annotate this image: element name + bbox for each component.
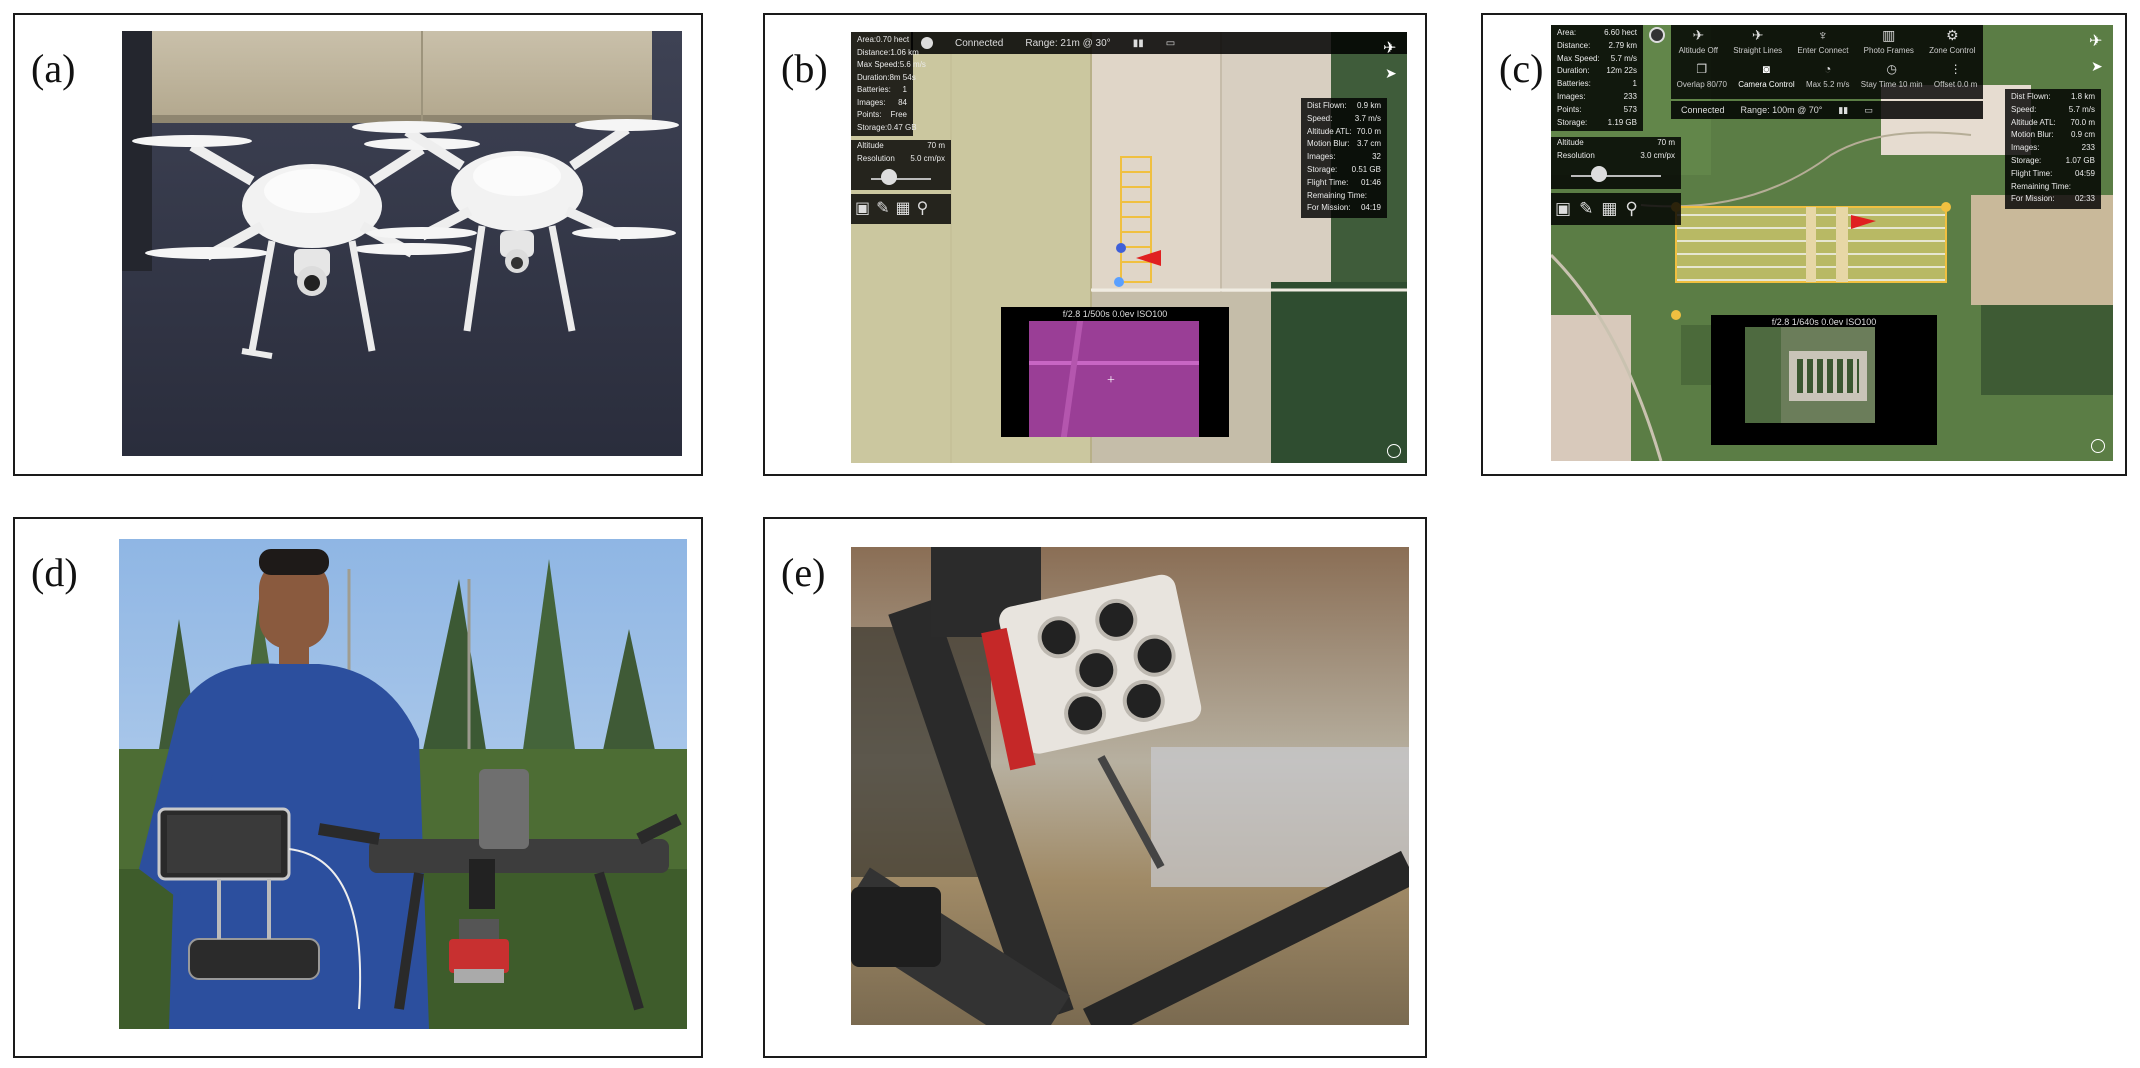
connection-status: Connected: [955, 37, 1004, 49]
map-icon[interactable]: ▦: [1601, 198, 1618, 218]
panel-label: (c): [1499, 46, 1544, 91]
altitude-value: 70 m: [1657, 138, 1675, 147]
stat-row: Storage:0.47 GB: [857, 122, 917, 132]
mission-stats-left: Area:6.60 hect Distance:2.79 km Max Spee…: [1551, 25, 1643, 131]
range-readout: Range: 21m @ 30°: [1025, 37, 1111, 49]
panel-b: (b): [763, 13, 1427, 476]
altitude-slider[interactable]: [1551, 161, 1681, 187]
tool-icons: ▣ ✎ ▦ ⚲: [851, 194, 951, 224]
panel-e: (e): [763, 517, 1427, 1058]
plane-icon[interactable]: ✈: [2089, 33, 2103, 50]
drone-marker: [1136, 250, 1161, 266]
altitude-label: Altitude: [1557, 138, 1584, 147]
stat-row: Duration:8m 54s: [857, 72, 916, 82]
plane-icon[interactable]: ✈: [1383, 40, 1397, 57]
navigate-icon[interactable]: ➤: [2091, 60, 2103, 75]
top-status-bar: Connected Range: 21m @ 30° ▮▮ ▭: [911, 32, 1407, 54]
menu-item[interactable]: ❐Overlap 80/70: [1676, 62, 1727, 89]
resolution-value: 5.0 cm/px: [910, 153, 945, 163]
mission-menu: ✈Altitude Off ✈Straight Lines ♆Enter Con…: [1671, 25, 1983, 99]
multispectral-view: +: [1029, 321, 1199, 437]
crosshair-icon: +: [1107, 373, 1115, 388]
menu-item[interactable]: ⚙Zone Control: [1929, 27, 1976, 55]
draw-icon[interactable]: ✎: [876, 199, 890, 217]
save-icon[interactable]: ▣: [855, 199, 871, 217]
altitude-panel: Altitude 70 m Resolution 3.0 cm/px: [1551, 137, 1681, 189]
operator-illustration: [119, 539, 687, 1029]
operator-photo: [119, 539, 687, 1029]
stat-row: Max Speed:5.6 m/s: [857, 60, 926, 69]
drone-marker: [1851, 215, 1876, 229]
altitude-slider[interactable]: [851, 164, 951, 190]
battery-icon: ▭: [1864, 104, 1873, 115]
battery-icon: ▭: [1165, 37, 1176, 49]
altitude-value: 70 m: [927, 141, 945, 150]
stat-row: Batteries:1: [857, 85, 907, 94]
camera-preview[interactable]: f/2.8 1/640s 0.0ev ISO100: [1711, 315, 1937, 445]
stat-row: Images:84: [857, 97, 907, 107]
signal-icon: ▮▮: [1132, 37, 1144, 49]
panel-label: (a): [31, 46, 76, 91]
mission-planner-screen-c: ✈Altitude Off ✈Straight Lines ♆Enter Con…: [1551, 25, 2113, 461]
camera-settings-caption: f/2.8 1/500s 0.0ev ISO100: [1062, 309, 1168, 319]
home-icon[interactable]: [921, 37, 933, 49]
resolution-value: 3.0 cm/px: [1640, 150, 1675, 160]
camera-illustration: [851, 547, 1409, 1025]
menu-item[interactable]: ♆Enter Connect: [1797, 27, 1849, 55]
resolution-label: Resolution: [1557, 150, 1595, 160]
save-icon[interactable]: ▣: [1555, 198, 1572, 218]
mission-stats-left: Area:0.70 hect Distance:1.06 km Max Spee…: [851, 32, 926, 136]
panel-label: (d): [31, 550, 78, 595]
menu-item[interactable]: ✈Altitude Off: [1678, 27, 1719, 55]
camera-preview[interactable]: f/2.8 1/500s 0.0ev ISO100 +: [1001, 307, 1229, 437]
stat-row: Distance:1.06 km: [857, 47, 919, 57]
top-status-bar: Connected Range: 100m @ 70° ▮▮ ▭: [1671, 101, 1983, 119]
menu-item[interactable]: ▥Photo Frames: [1863, 27, 1914, 55]
altitude-panel: Altitude 70 m Resolution 5.0 cm/px: [851, 140, 951, 190]
flight-path: [1120, 156, 1152, 283]
mission-planner-screen-b: Connected Range: 21m @ 30° ▮▮ ▭ Area:0.7…: [851, 32, 1407, 463]
connection-status: Connected: [1681, 105, 1725, 115]
camera-settings-caption: f/2.8 1/640s 0.0ev ISO100: [1771, 317, 1877, 327]
stat-row: Area:0.70 hect: [857, 35, 910, 44]
altitude-label: Altitude: [857, 141, 884, 150]
flight-stats-right: Dist Flown:0.9 km Speed:3.7 m/s Altitude…: [1301, 98, 1387, 218]
rgb-view: [1745, 327, 1875, 423]
drones-photo: [122, 31, 682, 456]
compass-icon[interactable]: [1387, 444, 1401, 458]
tool-icons: ▣ ✎ ▦ ⚲: [1551, 193, 1681, 225]
draw-icon[interactable]: ✎: [1579, 198, 1594, 218]
panel-a: (a): [13, 13, 703, 476]
home-icon[interactable]: [1649, 27, 1665, 43]
signal-icon: ▮▮: [1838, 104, 1849, 115]
menu-item[interactable]: ⋮Offset 0.0 m: [1933, 62, 1978, 89]
menu-item[interactable]: ◙Camera Control: [1738, 62, 1795, 89]
panel-d: (d): [13, 517, 703, 1058]
compass-icon[interactable]: [2091, 439, 2105, 453]
menu-item[interactable]: ◷Stay Time 10 min: [1860, 62, 1923, 89]
menu-item[interactable]: ✈Straight Lines: [1733, 27, 1783, 55]
resolution-label: Resolution: [857, 153, 895, 163]
flight-stats-right: Dist Flown:1.8 km Speed:5.7 m/s Altitude…: [2005, 89, 2101, 209]
panel-label: (e): [781, 550, 826, 595]
navigate-icon[interactable]: ➤: [1385, 67, 1397, 82]
range-readout: Range: 100m @ 70°: [1740, 105, 1823, 115]
stat-row: Points:Free: [857, 110, 907, 119]
search-icon[interactable]: ⚲: [916, 199, 929, 217]
drones-illustration: [122, 31, 682, 456]
multispectral-camera-photo: [851, 547, 1409, 1025]
search-icon[interactable]: ⚲: [1625, 198, 1638, 218]
panel-label: (b): [781, 46, 828, 91]
map-icon[interactable]: ▦: [895, 199, 911, 217]
panel-c: (c): [1481, 13, 2127, 476]
menu-item[interactable]: ◔Max 5.2 m/s: [1805, 62, 1850, 89]
